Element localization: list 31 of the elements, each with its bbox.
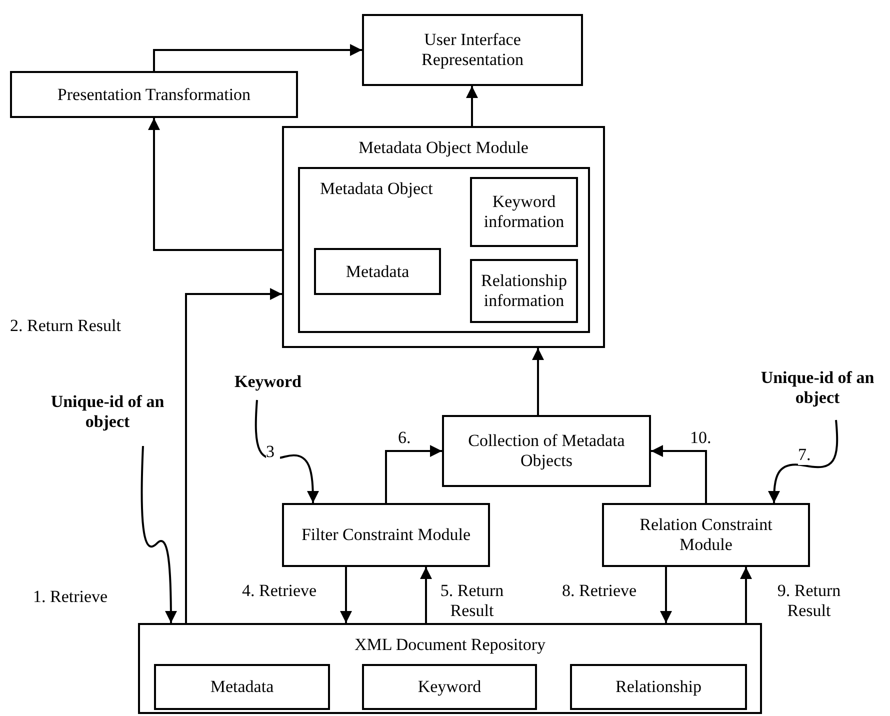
- arrow: [740, 567, 752, 623]
- process-box: Filter Constraint Module: [282, 503, 490, 567]
- module-container: Metadata Object Module Metadata Object Keyword information Metadata Relationship information: [282, 126, 605, 348]
- module-container: XML Document Repository Metadata Keyword Relationship: [138, 623, 762, 714]
- arrow: [660, 567, 672, 623]
- input-label: Keyword: [222, 372, 314, 396]
- process-box: Relationship: [570, 664, 747, 710]
- process-box: Keyword information: [470, 177, 578, 247]
- arrow: [148, 118, 282, 251]
- process-box: Collection of Metadata Objects: [442, 415, 651, 487]
- input-label: Unique-id of an object: [45, 392, 170, 442]
- process-box: Relationship information: [470, 259, 578, 323]
- arrow: [153, 44, 362, 71]
- arrow: [185, 288, 282, 623]
- arrow: [254, 400, 319, 503]
- process-box: Metadata: [154, 664, 330, 710]
- input-label: Unique-id of an object: [745, 368, 890, 416]
- process-box: Relation Constraint Module: [602, 503, 810, 567]
- arrow: [385, 445, 442, 503]
- process-box: User Interface Representation: [362, 14, 583, 86]
- arrow: [532, 348, 544, 415]
- process-box: Keyword: [362, 664, 537, 710]
- arrow: [651, 445, 707, 503]
- module-container: Metadata Object Keyword information Metadata Relationship information: [298, 167, 590, 333]
- arrow: [768, 420, 838, 504]
- arrow: [140, 446, 177, 623]
- arrow: [420, 567, 432, 623]
- arrow: [340, 567, 352, 623]
- process-box: Presentation Transformation: [10, 71, 298, 118]
- process-box: Metadata: [314, 248, 441, 295]
- arrow: [466, 86, 478, 126]
